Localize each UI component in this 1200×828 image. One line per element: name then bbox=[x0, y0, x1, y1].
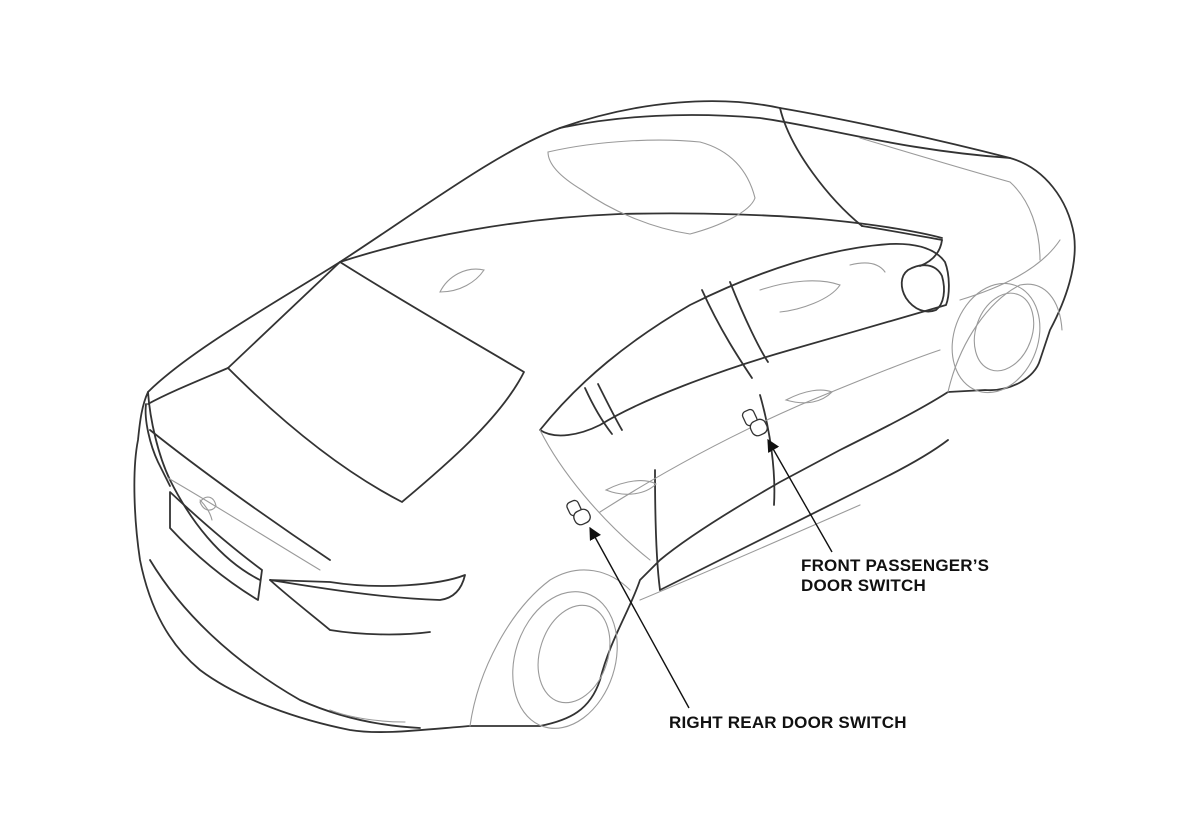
front-label-line1: FRONT PASSENGER’S bbox=[801, 556, 990, 575]
car-body-outline bbox=[133, 100, 1076, 733]
front-switch-arrow-icon bbox=[767, 438, 833, 553]
leader-lines bbox=[589, 438, 833, 709]
car-detail-lines bbox=[167, 137, 1063, 729]
front-label-line2: DOOR SWITCH bbox=[801, 576, 926, 595]
rear-label-text: RIGHT REAR DOOR SWITCH bbox=[669, 713, 907, 732]
front-passenger-door-switch-icon bbox=[741, 408, 768, 437]
right-rear-door-switch-label: RIGHT REAR DOOR SWITCH bbox=[669, 713, 907, 733]
rear-switch-arrow-icon bbox=[589, 526, 690, 709]
right-rear-door-switch-icon bbox=[566, 499, 591, 526]
front-passenger-door-switch-label: FRONT PASSENGER’S DOOR SWITCH bbox=[801, 556, 989, 596]
